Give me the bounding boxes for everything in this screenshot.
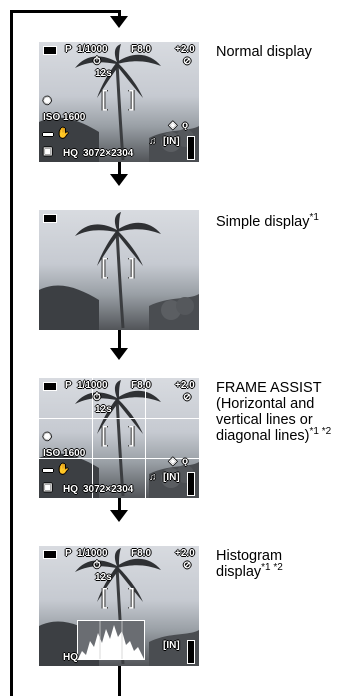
- af-target-mark-right: ]: [129, 422, 136, 447]
- frame-assist-line-h1: [39, 418, 199, 419]
- quality-label: HQ: [63, 652, 78, 663]
- memory-gauge: [187, 640, 195, 664]
- exposure-compensation: +2.0: [175, 44, 195, 55]
- caption-frame-assist-line1: FRAME ASSIST: [216, 380, 322, 396]
- shutter-speed: 1/1000: [77, 380, 108, 391]
- screen-simple-display: [ ]: [39, 210, 199, 330]
- frame-assist-line-h2: [39, 458, 199, 459]
- sound-icon: ◈: [169, 120, 177, 131]
- shutter-speed: 1/1000: [77, 44, 108, 55]
- self-timer-value: 12s: [95, 572, 112, 583]
- macro-icon: ▬: [43, 464, 53, 475]
- flash-off-icon: ⊘: [183, 56, 192, 67]
- iso-value: ISO 1600: [43, 448, 86, 459]
- screen-frame-assist: P 1/1000 F8.0 +2.0 ⏱ 12s ⊘ [ ] ✺ ISO 160…: [39, 378, 199, 498]
- caption-normal-display: Normal display: [216, 44, 312, 60]
- arrow-down-icon: [110, 174, 128, 186]
- caption-frame-assist-line2: (Horizontal and: [216, 396, 315, 412]
- exposure-compensation: +2.0: [175, 548, 195, 559]
- caption-histogram-line1: Histogram: [216, 548, 283, 564]
- caption-frame-assist-footnote: *1 *2: [309, 426, 332, 438]
- caption-simple-text: Simple display: [216, 214, 310, 230]
- shooting-mode: P: [65, 548, 72, 559]
- white-balance-icon: ✺: [43, 96, 52, 107]
- iso-value: ISO 1600: [43, 112, 86, 123]
- card-icon: ♫: [149, 472, 157, 483]
- af-target-mark-left: [: [101, 422, 108, 447]
- caption-frame-assist-line3: vertical lines or: [216, 412, 313, 428]
- af-target-mark-left: [: [101, 86, 108, 111]
- caption-histogram-footnote: *1 *2: [261, 562, 283, 574]
- self-timer-value: 12s: [95, 68, 112, 79]
- arrow-down-icon: [110, 16, 128, 28]
- flow-line-3: [118, 330, 121, 350]
- screen-histogram-display: P 1/1000 F8.0 +2.0 ⏱ 12s ⊘ [ ] HQ [IN]: [39, 546, 199, 666]
- histogram-panel: [77, 620, 145, 660]
- memory-gauge: [187, 136, 195, 160]
- flow-line-2: [118, 162, 121, 176]
- screen-normal-display: P 1/1000 F8.0 +2.0 ⏱ 12s ⊘ [ ] ✺ ISO 160…: [39, 42, 199, 162]
- macro-icon: ▬: [43, 128, 53, 139]
- palm-scene-illustration: [39, 44, 199, 162]
- frame-assist-line-v2: [145, 378, 146, 498]
- battery-icon: [43, 382, 57, 391]
- flash-off-icon: ⊘: [183, 392, 192, 403]
- self-timer-value: 12s: [95, 404, 112, 415]
- af-target-mark-left: [: [101, 254, 108, 279]
- frame-assist-line-v1: [92, 378, 93, 498]
- caption-simple-footnote: *1: [309, 212, 319, 224]
- shooting-mode: P: [65, 380, 72, 391]
- self-timer-icon: ⏱: [93, 392, 101, 403]
- card-icon: ♫: [149, 136, 157, 147]
- caption-frame-assist: FRAME ASSIST (Horizontal and vertical li…: [216, 380, 331, 444]
- image-stabilizer-icon: ✋: [57, 464, 70, 475]
- af-target-mark-right: ]: [129, 584, 136, 609]
- mic-icon: ǫ: [182, 456, 189, 467]
- loop-line-top: [10, 10, 120, 13]
- exposure-compensation: +2.0: [175, 380, 195, 391]
- white-balance-icon: ✺: [43, 432, 52, 443]
- caption-frame-assist-line4: diagonal lines): [216, 428, 310, 444]
- af-target-mark-right: ]: [129, 86, 136, 111]
- resolution-label: 3072×2304: [83, 484, 134, 495]
- flow-line-4: [118, 498, 121, 512]
- self-timer-icon: ⏱: [93, 56, 101, 67]
- shutter-speed: 1/1000: [77, 548, 108, 559]
- aperture-value: F8.0: [131, 548, 152, 559]
- shooting-mode: P: [65, 44, 72, 55]
- caption-simple-display: Simple display*1: [216, 212, 319, 230]
- resolution-label: 3072×2304: [83, 148, 134, 159]
- sound-icon: ◈: [169, 456, 177, 467]
- palm-scene-illustration: [39, 380, 199, 498]
- loop-line-left: [10, 10, 13, 696]
- mic-icon: ǫ: [182, 120, 189, 131]
- quality-label: HQ: [63, 484, 78, 495]
- self-timer-icon: ⏱: [93, 560, 101, 571]
- quality-label: HQ: [63, 148, 78, 159]
- battery-icon: [43, 550, 57, 559]
- aperture-value: F8.0: [131, 44, 152, 55]
- battery-icon: [43, 214, 57, 223]
- memory-indicator: [IN]: [163, 472, 180, 483]
- memory-indicator: [IN]: [163, 640, 180, 651]
- flash-off-icon: ⊘: [183, 560, 192, 571]
- flow-line-1: [118, 10, 121, 16]
- battery-icon: [43, 46, 57, 55]
- arrow-down-icon: [110, 348, 128, 360]
- palm-scene-illustration: [39, 212, 199, 330]
- caption-histogram-line2: display: [216, 564, 262, 580]
- histogram-graph: [78, 621, 144, 659]
- af-target-mark-left: [: [101, 584, 108, 609]
- metering-icon: ▣: [43, 482, 53, 493]
- aperture-value: F8.0: [131, 380, 152, 391]
- memory-gauge: [187, 472, 195, 496]
- flow-line-5: [118, 666, 121, 696]
- arrow-down-icon: [110, 510, 128, 522]
- caption-histogram-display: Histogram display*1 *2: [216, 548, 283, 580]
- caption-normal-text: Normal display: [216, 44, 312, 60]
- image-stabilizer-icon: ✋: [57, 128, 70, 139]
- af-target-mark-right: ]: [129, 254, 136, 279]
- memory-indicator: [IN]: [163, 136, 180, 147]
- metering-icon: ▣: [43, 146, 53, 157]
